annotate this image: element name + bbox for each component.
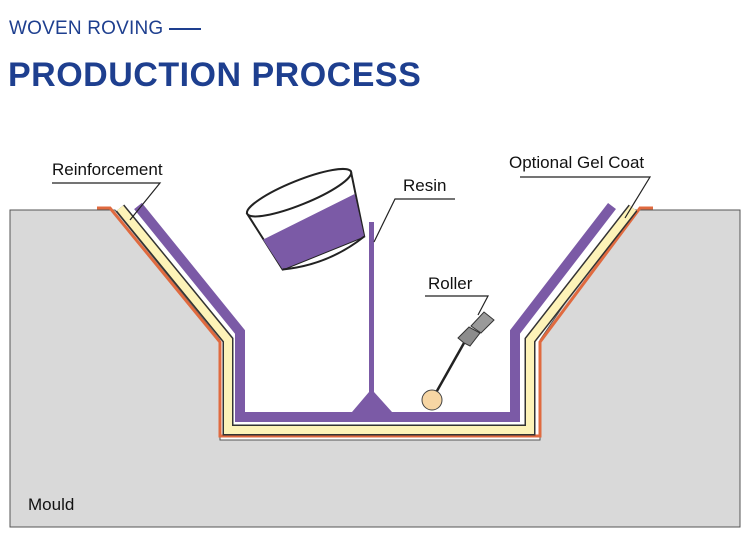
- gel-coat-leader: [520, 176, 652, 219]
- section-subtitle: WOVEN ROVING: [9, 18, 202, 40]
- resin-layer: [134, 202, 616, 422]
- resin-leader: [373, 198, 455, 243]
- reinforcement-layer: [116, 205, 637, 434]
- mould: [9, 209, 741, 528]
- reinforcement-leader: [52, 182, 162, 221]
- subtitle-text: WOVEN ROVING: [9, 18, 164, 39]
- optional-gel-coat-label: Optional Gel Coat: [509, 153, 644, 172]
- page-title: PRODUCTION PROCESS: [8, 56, 422, 94]
- roller-leader: [425, 295, 489, 316]
- resin-label: Resin: [403, 176, 446, 195]
- roller-tool: [421, 311, 495, 411]
- reinforcement-label: Reinforcement: [52, 160, 163, 179]
- resin-bucket: [245, 167, 366, 271]
- gel-coat-layer: [97, 206, 653, 438]
- mould-label: Mould: [28, 495, 74, 514]
- roller-label: Roller: [428, 274, 473, 293]
- resin-stream: [352, 222, 392, 412]
- subtitle-rule: [169, 28, 202, 30]
